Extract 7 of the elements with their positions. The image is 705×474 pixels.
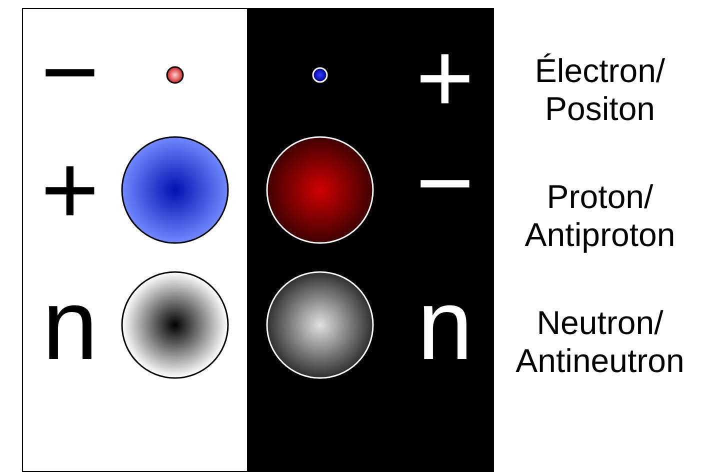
- charge-symbol: n: [416, 270, 474, 380]
- charge-symbol: +: [40, 135, 100, 245]
- charge-symbol: n: [41, 270, 99, 380]
- particle-label: Électron/ Positon: [534, 52, 666, 128]
- charge-symbol: −: [40, 17, 100, 127]
- particle-label: Neutron/ Antineutron: [514, 304, 686, 380]
- particle-label: Proton/ Antiproton: [524, 178, 676, 254]
